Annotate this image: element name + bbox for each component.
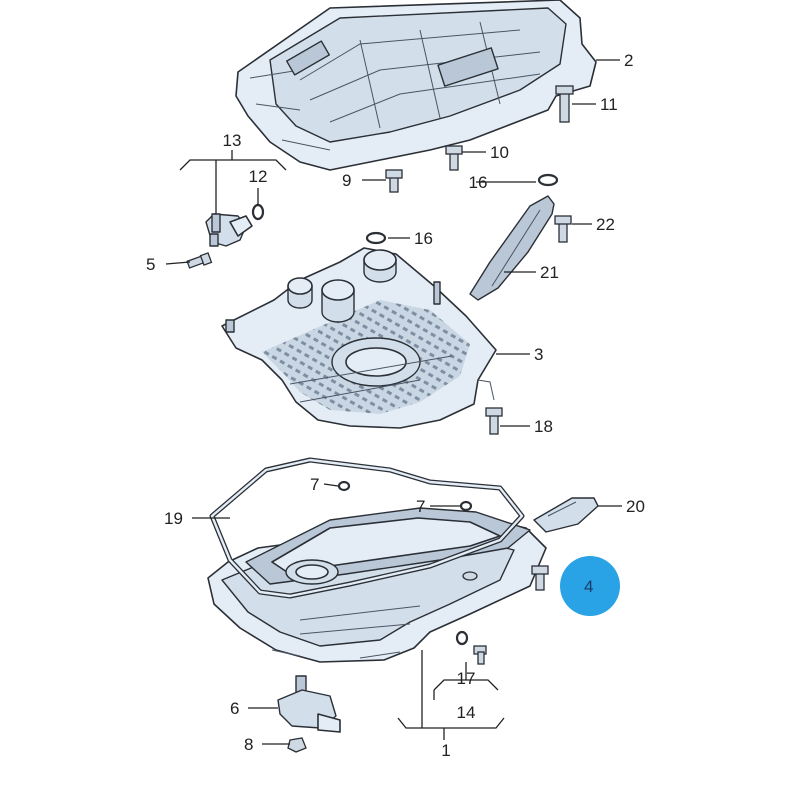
label-20: 20 (626, 497, 645, 516)
part-9-bolt (385, 169, 403, 193)
highlight-marker (560, 556, 620, 616)
part-4-bolt (531, 565, 549, 591)
label-18: 18 (534, 417, 553, 436)
part-17-o-ring (455, 630, 469, 646)
part-6-fitting (277, 675, 341, 733)
part-20-sealant (533, 497, 599, 533)
label-3: 3 (534, 345, 543, 364)
part-8-plug (287, 737, 307, 753)
label-16-baffle: 16 (414, 229, 433, 248)
label-11: 11 (600, 95, 618, 114)
part-22-bolt (554, 215, 572, 243)
label-14: 14 (457, 703, 476, 722)
part-3-baffle-plate (221, 247, 497, 429)
part-10-bolt (445, 145, 463, 171)
label-4: 4 (584, 577, 593, 596)
label-7-right: 7 (416, 497, 425, 516)
label-16-upper: 16 (469, 173, 488, 192)
label-19: 19 (164, 509, 183, 528)
part-labels: 2 11 10 9 16 13 12 22 16 5 21 3 18 7 7 1… (146, 51, 645, 760)
part-12-o-ring (251, 203, 265, 221)
part-7-washer-right (459, 500, 473, 512)
part-16-o-ring-upper (537, 173, 559, 187)
label-5: 5 (146, 255, 155, 274)
label-21: 21 (540, 263, 559, 282)
part-2-upper-oil-pan (235, 0, 597, 171)
label-22: 22 (596, 215, 615, 234)
part-11-bolt (555, 85, 574, 123)
part-7-washer-left (337, 480, 351, 492)
label-6: 6 (230, 699, 239, 718)
label-17: 17 (457, 669, 476, 688)
part-13-oil-level-sensor (205, 213, 253, 247)
label-13: 13 (223, 131, 242, 150)
part-5-bolt (186, 252, 213, 269)
part-19-gasket (209, 457, 525, 599)
label-8: 8 (244, 735, 253, 754)
label-7-left: 7 (310, 475, 319, 494)
label-2: 2 (624, 51, 633, 70)
leader-lines (165, 59, 622, 745)
label-10: 10 (490, 143, 509, 162)
part-18-bolt (485, 407, 503, 435)
label-1: 1 (441, 741, 450, 760)
part-1-lower-oil-pan (207, 507, 547, 663)
part-14-bolt (473, 645, 487, 665)
part-21-guide-tube (469, 195, 555, 301)
label-9: 9 (342, 171, 351, 190)
part-16-o-ring-baffle (365, 231, 387, 245)
label-12: 12 (249, 167, 268, 186)
